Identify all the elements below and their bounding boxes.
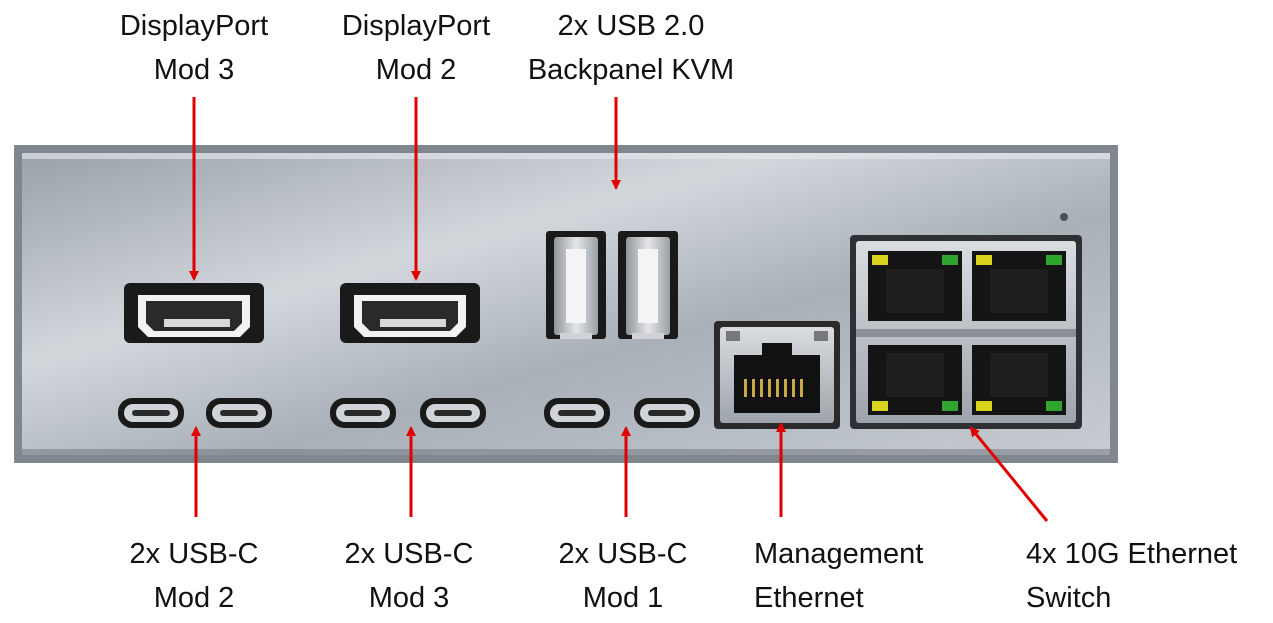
io-back-panel — [14, 145, 1118, 463]
arrow-10g-ethernet — [969, 426, 1049, 522]
label-management-ethernet: Management Ethernet — [754, 532, 974, 620]
ethernet-10g-port-bottom-left — [868, 345, 962, 415]
label-line: DisplayPort — [119, 10, 269, 42]
label-10g-ethernet-switch: 4x 10G Ethernet Switch — [1026, 532, 1266, 620]
label-displayport-mod2: DisplayPort Mod 2 — [326, 4, 506, 92]
label-line: Mod 3 — [368, 582, 450, 614]
label-line: Mod 2 — [375, 54, 457, 86]
panel-top-highlight — [22, 153, 1110, 159]
label-line: DisplayPort — [341, 10, 491, 42]
label-line: 2x USB-C — [129, 538, 259, 570]
usbc-mod2-port-2 — [206, 398, 272, 428]
label-line: 2x USB 2.0 — [557, 10, 705, 42]
label-line: Ethernet — [754, 582, 864, 614]
label-line: Mod 1 — [582, 582, 664, 614]
management-ethernet-port — [714, 321, 840, 429]
label-usbc-mod1: 2x USB-C Mod 1 — [543, 532, 703, 620]
ethernet-10g-port-top-left — [868, 251, 962, 321]
usbc-mod1-port-1 — [544, 398, 610, 428]
usbc-mod2-port-1 — [118, 398, 184, 428]
label-usbc-mod2: 2x USB-C Mod 2 — [114, 532, 274, 620]
label-line: 4x 10G Ethernet — [1026, 538, 1238, 570]
usb2-port-left — [546, 231, 606, 339]
displayport-mod2-port — [340, 283, 480, 343]
label-displayport-mod3: DisplayPort Mod 3 — [104, 4, 284, 92]
ethernet-10g-port-top-right — [972, 251, 1066, 321]
displayport-mod3-port — [124, 283, 264, 343]
usbc-mod1-port-2 — [634, 398, 700, 428]
usbc-mod3-port-2 — [420, 398, 486, 428]
label-line: Mod 3 — [153, 54, 235, 86]
label-line: 2x USB-C — [344, 538, 474, 570]
panel-bottom-shadow — [22, 449, 1110, 455]
label-line: Management — [754, 538, 924, 570]
label-line: Switch — [1026, 582, 1112, 614]
usbc-mod3-port-1 — [330, 398, 396, 428]
panel-screw-hole — [1060, 213, 1068, 221]
label-line: 2x USB-C — [558, 538, 688, 570]
label-usbc-mod3: 2x USB-C Mod 3 — [329, 532, 489, 620]
ethernet-10g-port-bottom-right — [972, 345, 1066, 415]
label-line: Backpanel KVM — [527, 54, 735, 86]
label-usb2-kvm: 2x USB 2.0 Backpanel KVM — [506, 4, 756, 92]
usb2-port-right — [618, 231, 678, 339]
label-line: Mod 2 — [153, 582, 235, 614]
